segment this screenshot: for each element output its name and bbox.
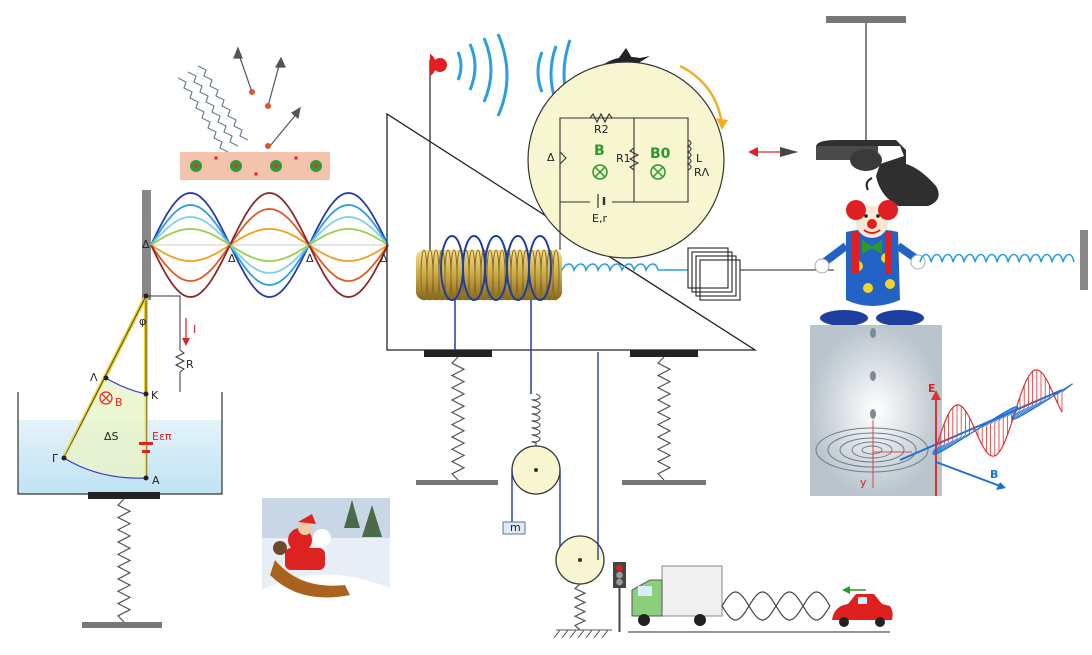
car-icon (832, 594, 893, 627)
electric-field-wave (935, 369, 1063, 457)
resistor-r1-label: R1 (616, 152, 631, 165)
pulley-base-spring (573, 583, 587, 631)
water-drop-icon: y (810, 325, 942, 496)
e-field-label: E (928, 382, 936, 395)
speaker-icon (429, 54, 447, 250)
resistor-r2-label: R2 (594, 123, 609, 136)
magnetic-field-wave (932, 383, 1073, 456)
harmonic-curve (150, 228, 389, 262)
road-scene (613, 562, 893, 633)
em-wave: E B (899, 369, 1073, 496)
harmonic-curve (150, 204, 389, 286)
right-wall (1080, 230, 1088, 290)
inductor-label: L (696, 152, 703, 165)
tank-base (88, 492, 160, 499)
traffic-light-icon (613, 562, 626, 632)
current-loops (440, 235, 552, 301)
field-b0-label: B0 (650, 146, 671, 162)
truck-icon (631, 565, 723, 626)
area-label: ΔS (104, 430, 119, 443)
source-label: E,r (592, 212, 607, 225)
rectangular-coil (687, 247, 741, 301)
electron-dot (265, 103, 271, 109)
emf-label: Eεπ (152, 430, 172, 443)
mass-label: m (510, 521, 521, 534)
clown-spring (919, 253, 1075, 263)
revolver-icon (748, 16, 939, 206)
wave-wall (142, 190, 151, 300)
angle-label: φ (139, 315, 146, 328)
electron-dot (249, 89, 255, 95)
inductor-resistance-label: RΛ (694, 166, 710, 179)
electron-paths (233, 46, 301, 147)
pendulum-setup: φ I R Λ Κ Γ Α B ΔS Eεπ (17, 293, 223, 628)
circuit-diagram: R2 R1 Δ B B0 L RΛ E,r (527, 61, 728, 259)
standing-wave: Δ Δ Δ Δ (142, 190, 389, 300)
point-kappa-label: Κ (151, 389, 159, 402)
santa-sleigh-icon (262, 498, 390, 622)
b-field-label: B (990, 468, 998, 481)
road-wave (721, 591, 831, 621)
harmonic-curve (150, 216, 389, 274)
harmonic-curve (150, 192, 389, 298)
wave-node-label: Δ (380, 252, 388, 265)
horizontal-spring (561, 263, 659, 273)
propagation-axis (899, 389, 1063, 461)
switch-label: Δ (547, 151, 555, 164)
standing-wave-harmonics (150, 192, 389, 298)
point-gamma-label: Γ (52, 452, 59, 465)
magnetic-field-label: B (115, 396, 123, 409)
spring-under-plane-left (450, 356, 466, 481)
left-spring (116, 498, 132, 623)
photon-icon (177, 65, 249, 153)
lattice-icon (180, 152, 330, 180)
wave-node-label: Δ (142, 238, 150, 251)
current-label: I (193, 323, 196, 336)
pulley-system: m (502, 352, 612, 639)
y-axis-label: y (860, 476, 867, 489)
harmonic-curve (150, 208, 389, 282)
solenoid-system (416, 235, 834, 394)
harmonic-curve (150, 228, 389, 262)
hanging-spring (531, 393, 541, 446)
electron-dot (265, 143, 271, 149)
spring-under-plane-right (656, 356, 672, 481)
wave-node-label: Δ (306, 252, 314, 265)
rotation-arrow (679, 64, 724, 125)
point-alpha-label: Α (152, 474, 160, 487)
photoelectric-scene (177, 46, 330, 180)
sound-waves (456, 33, 572, 117)
area-region (64, 378, 146, 478)
point-lambda-label: Λ (90, 371, 98, 384)
solenoid-core (416, 250, 562, 300)
wave-node-label: Δ (228, 252, 236, 265)
clown-icon (814, 200, 926, 326)
resistor-label: R (186, 358, 194, 371)
harmonic-curve (150, 192, 389, 298)
hanging-mass (502, 521, 526, 535)
field-b-label: B (594, 143, 605, 159)
em-field-vectors (932, 369, 1073, 456)
ground-left (82, 622, 162, 628)
